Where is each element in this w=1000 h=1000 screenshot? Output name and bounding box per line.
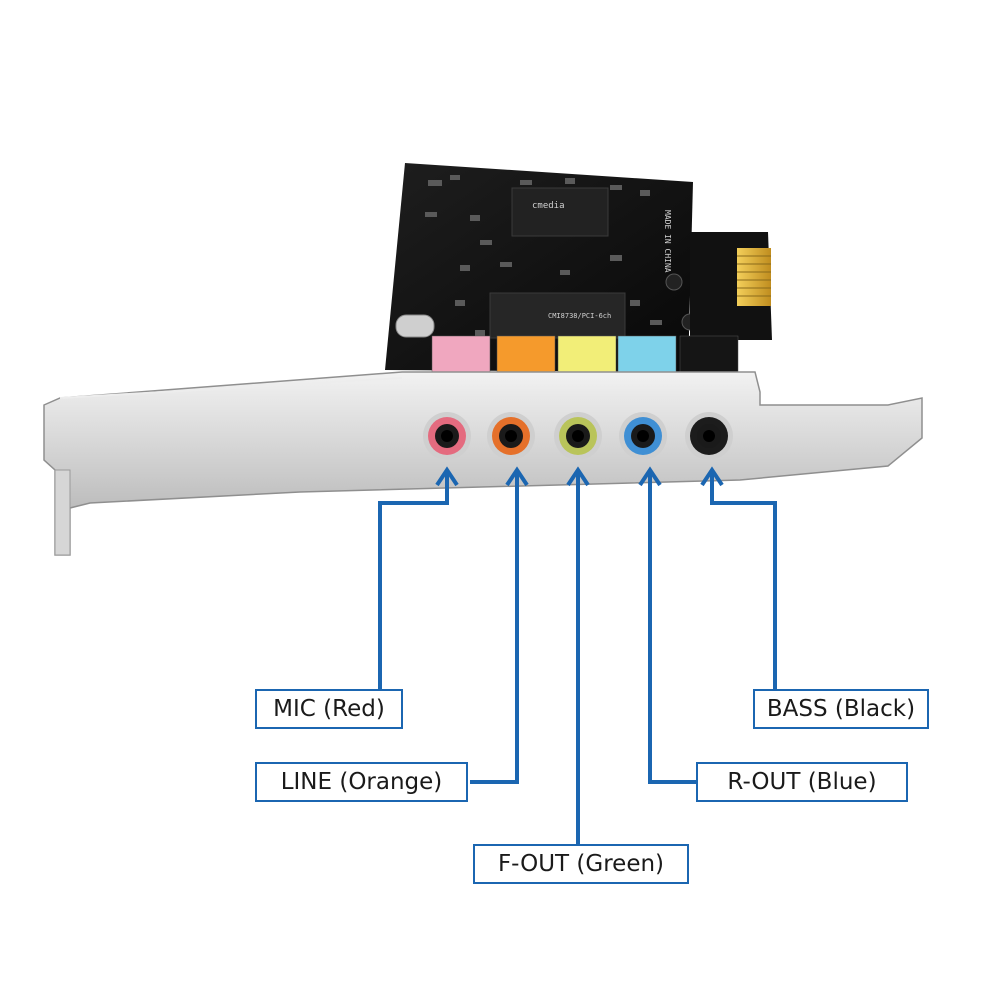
arrowhead-icon (700, 466, 724, 487)
label-rout: R-OUT (Blue) (696, 762, 908, 802)
arrowhead-icon (566, 466, 590, 487)
crystal-oscillator (395, 314, 435, 338)
callout-line-bass (710, 490, 777, 691)
jack-housings (431, 335, 739, 375)
jack-housing-rout (617, 335, 677, 375)
label-fout: F-OUT (Green) (473, 844, 689, 884)
codec-chip: cmedia (511, 187, 609, 237)
audio-jacks (423, 412, 733, 460)
jack-line (487, 412, 535, 460)
arrowhead-icon (435, 466, 459, 487)
callout-line-line (470, 490, 519, 784)
arrowhead-icon (505, 466, 529, 487)
callout-lines (378, 466, 777, 846)
pcb-board: cmedia CMI8738/PCI-6ch MADE IN CHINA (385, 163, 772, 372)
label-line: LINE (Orange) (255, 762, 468, 802)
callout-line-mic (378, 490, 449, 691)
callout-line-rout (648, 490, 698, 784)
label-bass: BASS (Black) (753, 689, 929, 729)
jack-bass (685, 412, 733, 460)
jack-fout (554, 412, 602, 460)
pci-bridge-chip: CMI8738/PCI-6ch (489, 292, 626, 339)
jack-housing-bass (679, 335, 739, 375)
jack-housing-mic (431, 335, 491, 375)
arrowhead-icon (638, 466, 662, 487)
metal-bracket (43, 371, 923, 556)
jack-housing-line (496, 335, 556, 375)
capacitor (665, 273, 683, 291)
svg-text:cmedia: cmedia (532, 201, 565, 211)
pcie-connector (690, 232, 772, 340)
label-mic: MIC (Red) (255, 689, 403, 729)
jack-housing-fout (557, 335, 617, 375)
jack-mic (423, 412, 471, 460)
svg-text:CMI8738/PCI-6ch: CMI8738/PCI-6ch (548, 312, 611, 320)
made-in-text: MADE IN CHINA (663, 210, 672, 273)
jack-rout (619, 412, 667, 460)
